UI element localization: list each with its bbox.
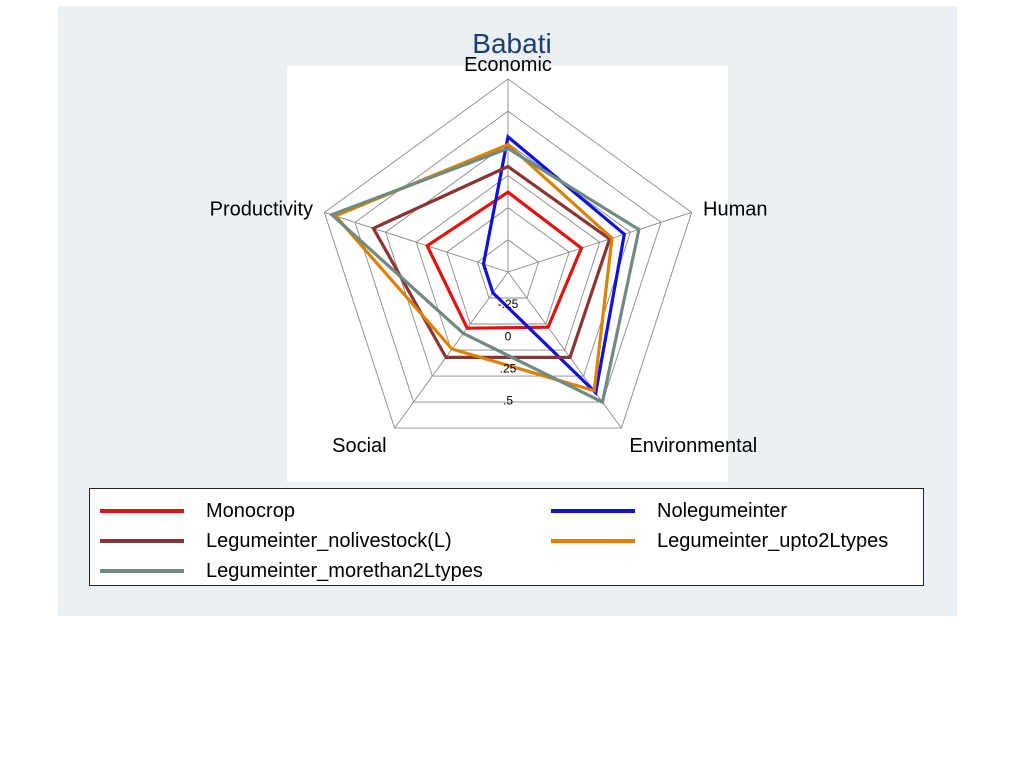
- grid-spoke: [324, 211, 509, 273]
- series-line-monocrop: [425, 190, 584, 330]
- grid-ring: [354, 110, 662, 403]
- tick-label: .5: [503, 394, 513, 408]
- axis-label-environmental: Environmental: [629, 435, 757, 457]
- tick-label: -.25: [498, 297, 519, 311]
- chart-title: Babati: [472, 28, 552, 59]
- grid-spoke: [507, 211, 692, 273]
- tick-label: .25: [500, 362, 517, 376]
- legend-swatch: [551, 539, 635, 543]
- grid-ring: [323, 78, 693, 429]
- legend-swatch: [551, 509, 635, 513]
- legend-label: Monocrop: [206, 499, 295, 522]
- axis-label-human: Human: [703, 199, 767, 221]
- axis-label-productivity: Productivity: [210, 199, 313, 221]
- axis-label-economic: Economic: [464, 54, 552, 76]
- legend-swatch: [100, 539, 184, 543]
- legend-label: Nolegumeinter: [657, 499, 788, 522]
- series-line-legumeinter-nolivestock-l: [371, 164, 612, 359]
- series-line-nolegumeinter: [481, 133, 627, 396]
- grid-ring: [385, 142, 631, 377]
- legend-item: Monocrop: [100, 498, 295, 524]
- legend-swatch: [100, 509, 184, 513]
- legend-swatch: [100, 569, 184, 573]
- legend-item: Legumeinter_nolivestock(L): [100, 528, 452, 554]
- grid-ring: [415, 174, 601, 351]
- legend-label: Legumeinter_upto2Ltypes: [657, 529, 889, 552]
- tick-label: 0: [505, 329, 512, 343]
- legend-item: Nolegumeinter: [551, 498, 787, 524]
- axis-label-social: Social: [332, 435, 386, 457]
- legend-label: Legumeinter_nolivestock(L): [206, 529, 452, 552]
- grid-ring: [476, 239, 540, 299]
- series-line-legumeinter-morethan2ltypes: [328, 146, 641, 405]
- legend-label: Legumeinter_morethan2Ltypes: [206, 559, 483, 582]
- legend-item: Legumeinter_morethan2Ltypes: [100, 558, 483, 584]
- legend-item: Legumeinter_upto2Ltypes: [551, 528, 888, 554]
- grid-ring: [446, 207, 570, 325]
